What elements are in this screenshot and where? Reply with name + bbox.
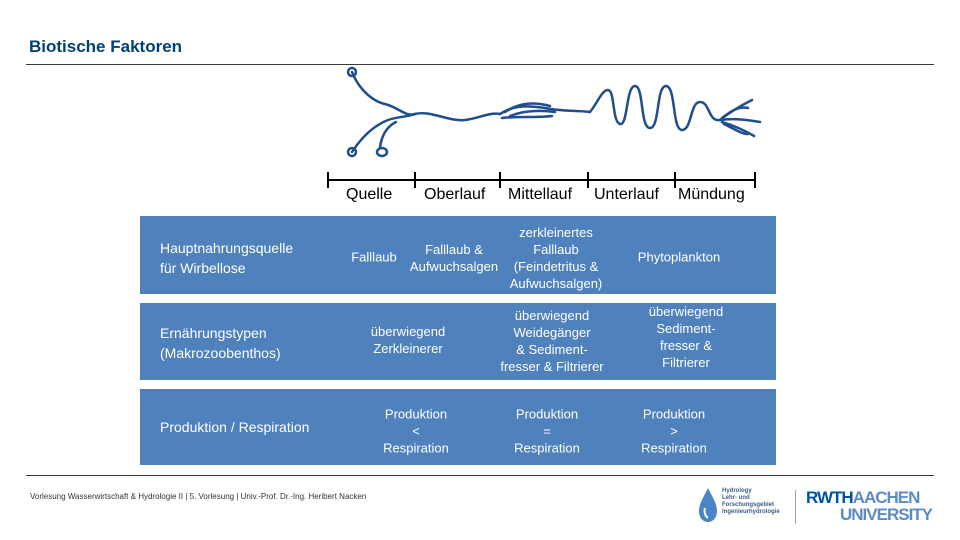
cell-unterlauf-types: überwiegend Sediment- fresser & Filtrier… — [641, 303, 731, 371]
cell-mittellauf-food: zerkleinertes Falllaub (Feindetritus & A… — [510, 224, 603, 292]
segment-oberlauf: Oberlauf — [424, 186, 485, 204]
segment-unterlauf: Unterlauf — [594, 186, 659, 204]
cell-mittellauf-pr: Produktion = Respiration — [514, 406, 580, 457]
footer-divider — [26, 475, 934, 476]
slide-title: Biotische Faktoren — [29, 37, 182, 57]
row-label: Produktion / Respiration — [160, 417, 309, 437]
row-hauptnahrungsquelle: Hauptnahrungsquelle für Wirbellose Falll… — [140, 216, 776, 294]
cell-unterlauf-food: Phytoplankton — [638, 249, 720, 266]
row-ernaehrungstypen: Ernährungstypen (Makrozoobenthos) überwi… — [140, 303, 776, 380]
university-text: UNIVERSITY — [840, 506, 932, 523]
cell-quelle-food: Falllaub — [351, 249, 397, 266]
footer-text: Vorlesung Wasserwirtschaft & Hydrologie … — [30, 492, 366, 501]
row-produktion-respiration: Produktion / Respiration Produktion < Re… — [140, 389, 776, 465]
hydrology-logo-text: Hydrology Lehr- und Forschungsgebiet Ing… — [722, 488, 792, 516]
cell-oberlauf-food: Falllaub & Aufwuchsalgen — [410, 241, 498, 275]
logo-separator — [795, 490, 796, 524]
river-illustration-icon — [330, 62, 780, 162]
cell-oberlauf-pr: Produktion < Respiration — [383, 406, 449, 457]
rwth-logo: RWTHAACHEN — [806, 489, 919, 506]
segment-quelle: Quelle — [346, 186, 392, 204]
cell-mittellauf-types: überwiegend Weidegänger & Sediment- fres… — [500, 307, 603, 375]
river-section-axis — [320, 168, 765, 188]
segment-mittellauf: Mittellauf — [508, 186, 572, 204]
water-drop-logo-icon — [697, 486, 719, 524]
segment-muendung: Mündung — [678, 186, 745, 204]
row-label: Ernährungstypen (Makrozoobenthos) — [160, 323, 281, 363]
row-label: Hauptnahrungsquelle für Wirbellose — [160, 238, 293, 278]
cell-unterlauf-pr: Produktion > Respiration — [641, 406, 707, 457]
cell-oberlauf-types: überwiegend Zerkleinerer — [371, 323, 445, 357]
